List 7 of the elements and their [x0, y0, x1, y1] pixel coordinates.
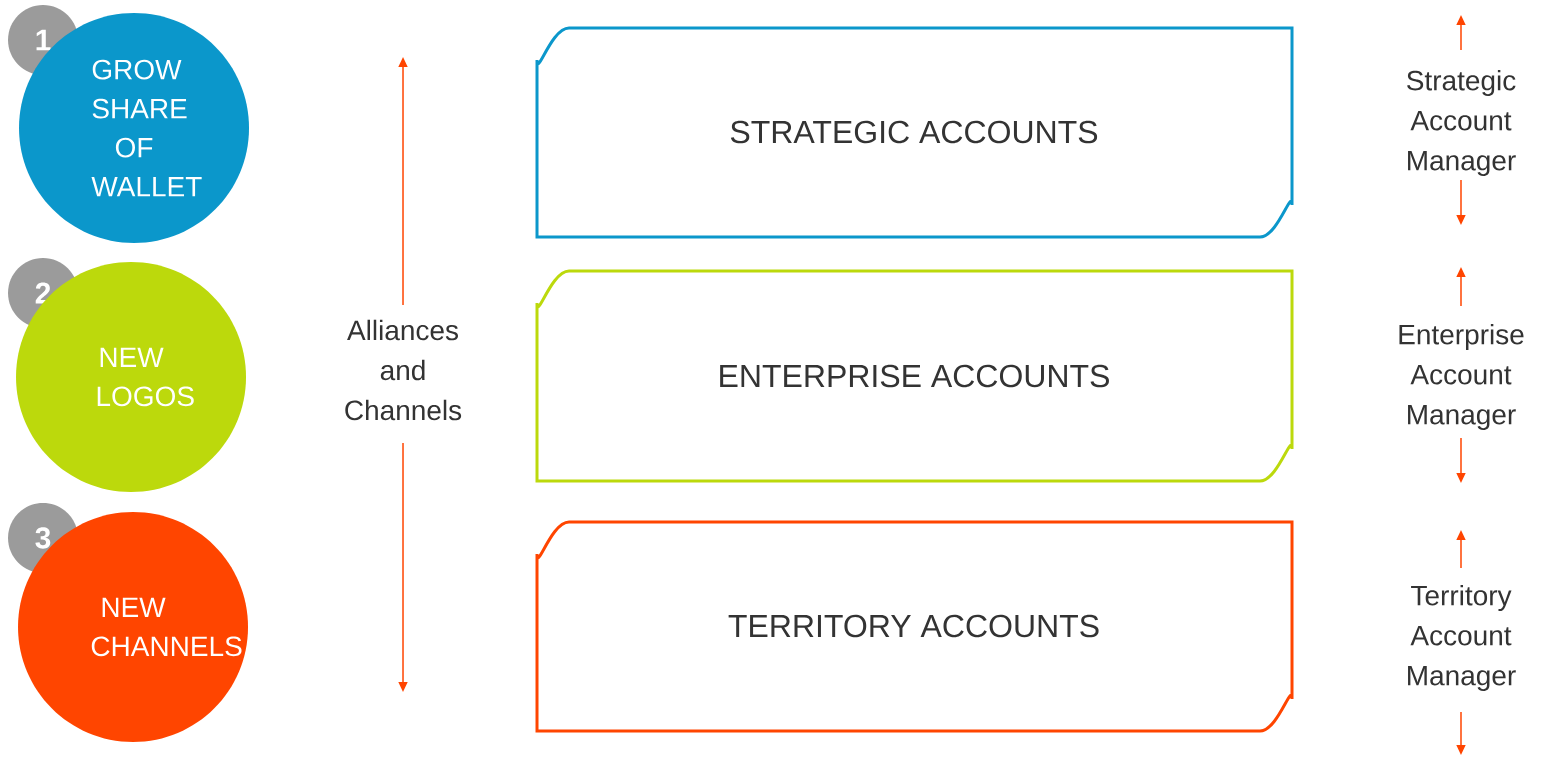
channel-label: Alliances and Channels — [345, 319, 462, 421]
role-label: Enterprise Account Manager — [1399, 323, 1524, 431]
account-box: TERRITORY ACCOUNTS — [535, 520, 1294, 733]
account-box: STRATEGIC ACCOUNTS — [535, 26, 1294, 239]
role-label: Strategic Account Manager — [1407, 69, 1516, 177]
role-label: Territory Account Manager — [1408, 584, 1516, 692]
account-box: ENTERPRISE ACCOUNTS — [535, 269, 1294, 483]
